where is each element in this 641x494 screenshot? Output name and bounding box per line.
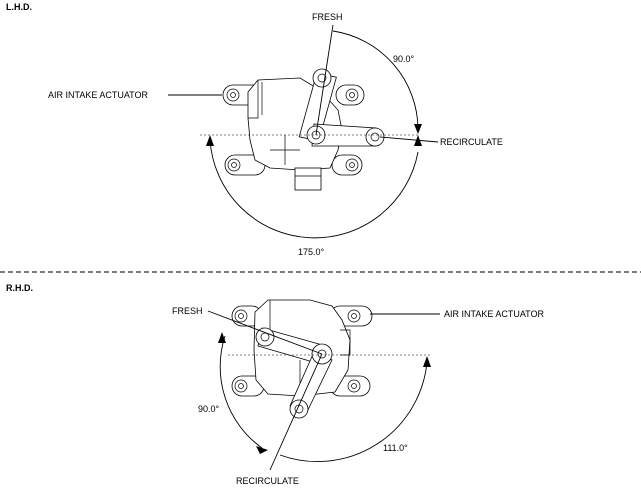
- lhd-arc-175-arrow-left: [206, 135, 214, 146]
- lhd-recirculate-label: RECIRCULATE: [440, 137, 503, 147]
- rhd-fresh-line: [207, 310, 323, 355]
- lhd-arc-90-arrow: [414, 124, 422, 134]
- rhd-title: R.H.D.: [6, 283, 33, 293]
- lhd-arc-175: [209, 139, 419, 239]
- rhd-recirculate-line: [269, 353, 323, 471]
- rhd-fresh-label: FRESH: [172, 306, 203, 316]
- lhd-recirculate-leader: [379, 136, 439, 143]
- lhd-fresh-label: FRESH: [312, 12, 343, 22]
- rhd-section: R.H.D.: [6, 283, 545, 486]
- rhd-arc-111: [279, 361, 428, 462]
- rhd-arc-111-arrow: [423, 356, 431, 367]
- rhd-arc-90: [219, 335, 263, 449]
- rhd-actuator-label: AIR INTAKE ACTUATOR: [444, 309, 545, 319]
- lhd-angle-lower: 175.0°: [298, 247, 325, 257]
- rhd-angle-right: 111.0°: [383, 443, 408, 453]
- rhd-recirculate-label: RECIRCULATE: [236, 476, 299, 486]
- rhd-angle-left: 90.0°: [198, 404, 220, 414]
- lhd-arc-90: [332, 30, 419, 130]
- lhd-fresh-line: [315, 24, 334, 136]
- lhd-section: L.H.D.: [6, 2, 503, 257]
- rhd-arc-90-arrow-bottom: [256, 446, 268, 454]
- rhd-arc-90-arrow-top: [218, 332, 226, 343]
- lhd-lever-links: [298, 68, 385, 147]
- lhd-angle-upper: 90.0°: [393, 54, 415, 64]
- lhd-title: L.H.D.: [6, 2, 32, 12]
- lhd-actuator-label: AIR INTAKE ACTUATOR: [48, 90, 149, 100]
